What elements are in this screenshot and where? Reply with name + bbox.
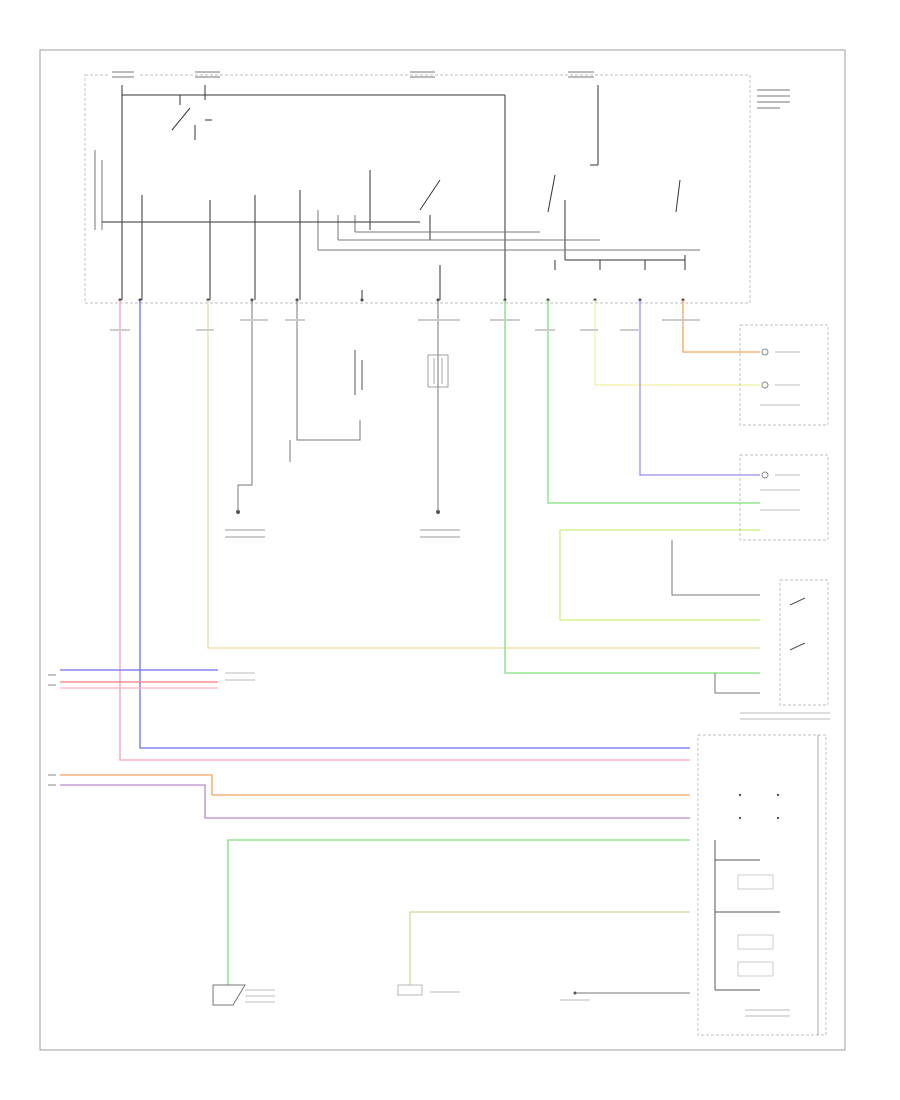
wire-yellow — [594, 300, 760, 386]
ground-point-left — [225, 510, 265, 538]
wire-tan — [207, 300, 760, 649]
wire-blue — [139, 300, 690, 749]
right-connector-middle — [739, 454, 829, 541]
bottom-left-sensor — [212, 984, 275, 1006]
top-module-box — [84, 74, 751, 304]
top-module-internal-wiring — [94, 85, 700, 300]
left-terminal-marks — [48, 672, 255, 786]
wire-code-marks — [110, 319, 700, 331]
right-connector-upper — [739, 324, 829, 426]
bottom-mid-connector — [560, 991, 590, 1001]
wire-gray-right-b — [714, 673, 760, 694]
wire-orange — [682, 300, 760, 353]
top-control-module — [84, 68, 790, 304]
diagram-frame — [39, 49, 846, 1051]
wire-pink — [119, 300, 690, 761]
wire-green-lower — [227, 839, 690, 985]
wire-orange-lower — [60, 774, 690, 796]
wire-gray-a — [237, 300, 253, 510]
wire-gray-b — [296, 300, 361, 441]
wire-green-long — [504, 300, 760, 674]
wire-olive-lower — [409, 911, 690, 985]
right-relay-box — [740, 579, 830, 720]
diode-module — [354, 350, 363, 395]
top-fuse-labels — [108, 68, 790, 109]
ground-point-center — [420, 510, 460, 538]
wire-gray-right-a — [671, 540, 760, 596]
wire-green-short — [547, 300, 760, 504]
wire-lime — [559, 529, 760, 620]
harness-wires — [60, 300, 760, 994]
bottom-right-control-unit — [697, 734, 827, 1036]
resistor-module — [427, 354, 449, 388]
bottom-center-sensor — [397, 984, 460, 996]
top-module-connector-pins — [118, 298, 685, 302]
wire-violet — [639, 300, 760, 476]
wire-purple-lower — [60, 784, 690, 819]
